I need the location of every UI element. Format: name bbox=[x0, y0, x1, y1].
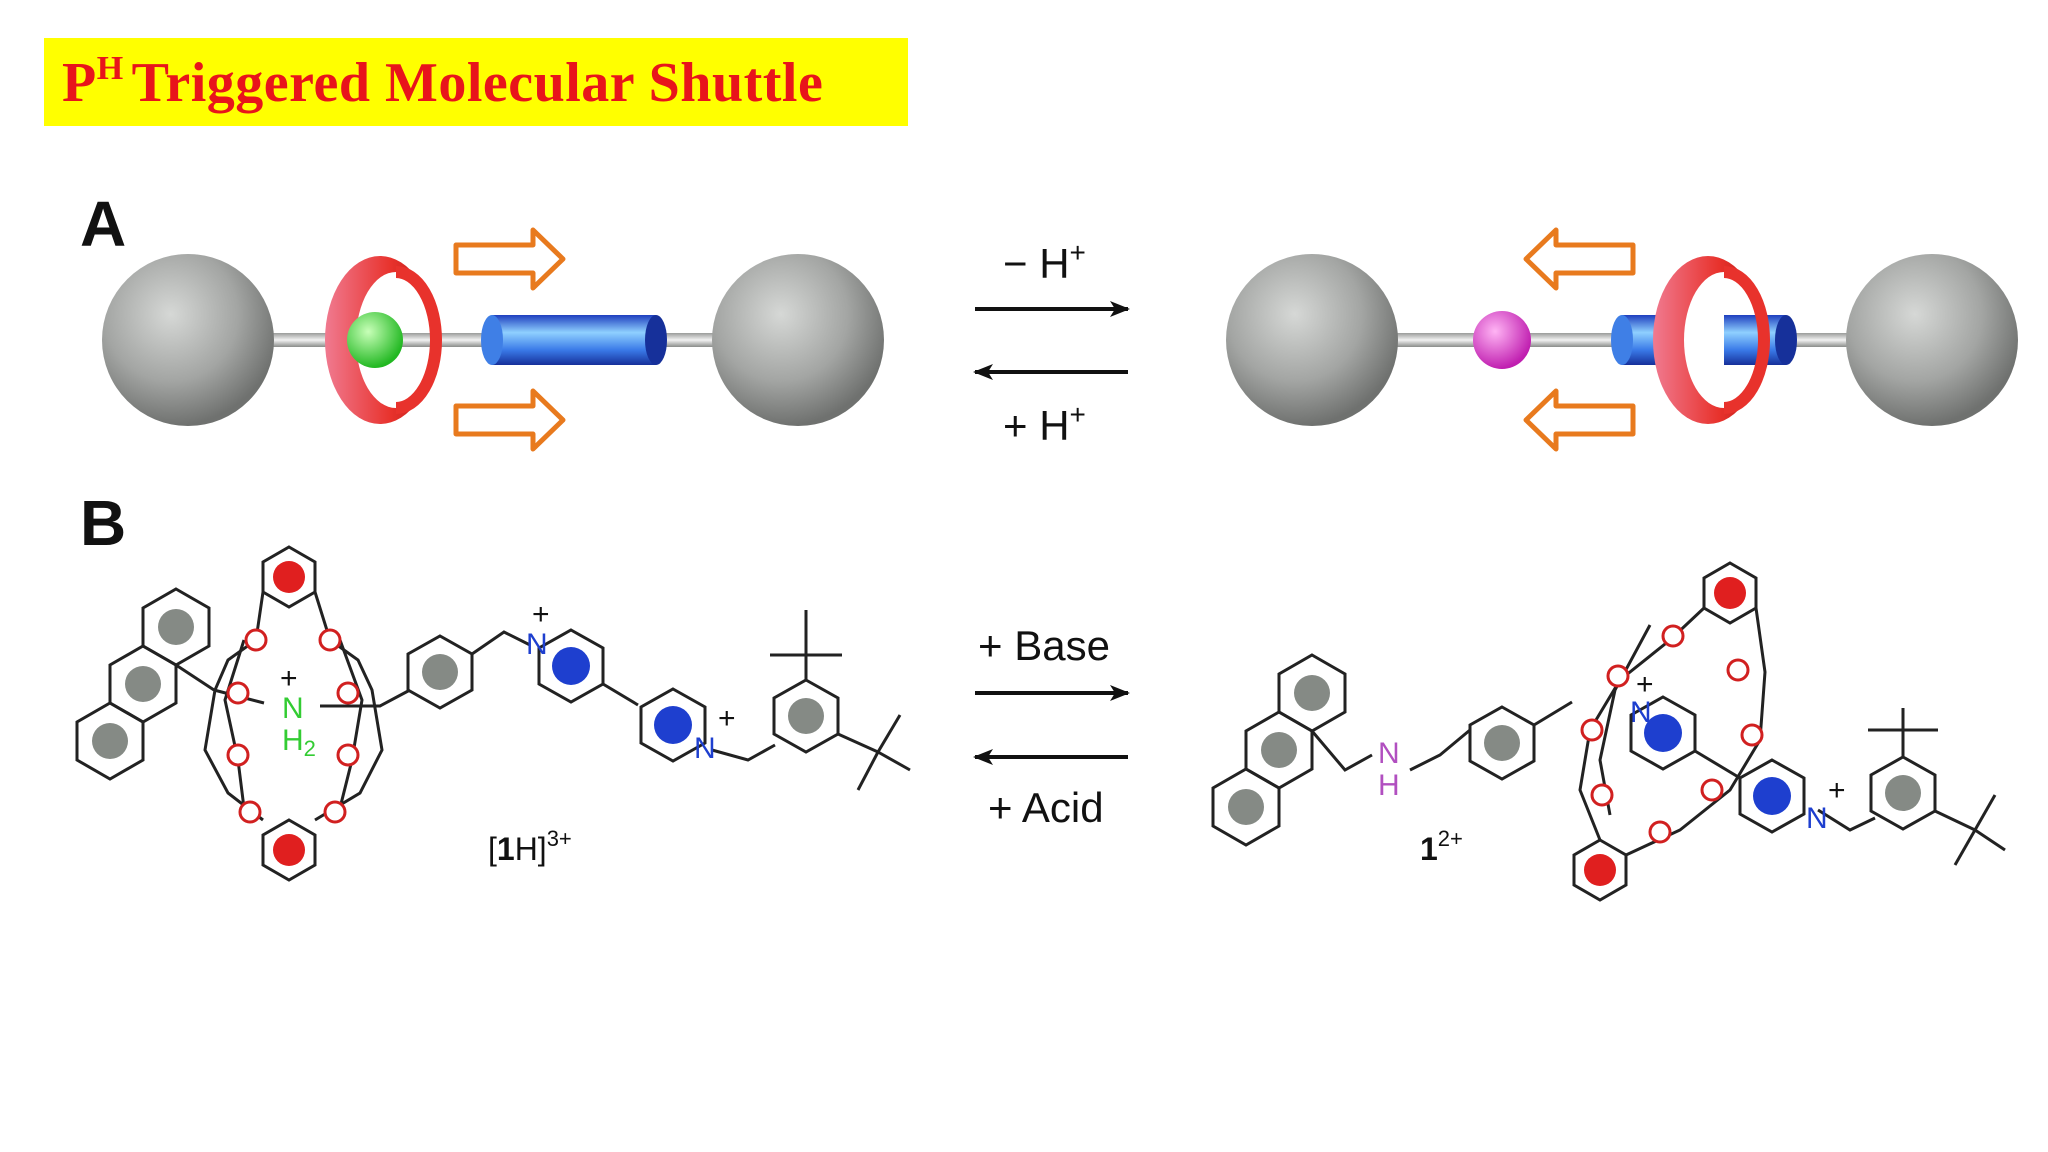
ammonium-h2: H2 bbox=[282, 724, 316, 761]
equilibrium-a: − H+ + H+ bbox=[973, 237, 1130, 449]
anthracene-group bbox=[75, 587, 265, 781]
condition-protonate: + H+ bbox=[1003, 399, 1086, 449]
condition-acid: + Acid bbox=[988, 784, 1104, 831]
ammonium-charge: + bbox=[280, 662, 298, 695]
ammonium-n: N bbox=[282, 692, 304, 725]
crown-ether-ring bbox=[325, 256, 442, 424]
stopper-sphere bbox=[1846, 254, 2018, 426]
shuttle-direction-arrow-right bbox=[453, 388, 566, 452]
stopper-sphere bbox=[1226, 254, 1398, 426]
stopper-sphere bbox=[102, 254, 274, 426]
bipyridinium-station bbox=[481, 315, 667, 365]
condition-base: + Base bbox=[978, 622, 1110, 669]
amine-h: H bbox=[1378, 769, 1400, 802]
amine-station bbox=[1473, 311, 1531, 369]
amine-n: N bbox=[1378, 737, 1400, 770]
pyridinium-n: N bbox=[1630, 696, 1652, 729]
panel-label-a: A bbox=[80, 188, 126, 260]
pyridinium-charge: + bbox=[532, 598, 550, 631]
title-text: Triggered Molecular Shuttle bbox=[131, 51, 824, 114]
ammonium-station bbox=[347, 312, 403, 368]
tert-butyl bbox=[837, 714, 911, 791]
pyridinium-n: N bbox=[694, 732, 716, 765]
compound-label-protonated: [1H]3+ bbox=[488, 826, 572, 867]
pyridinium-n: N bbox=[526, 628, 548, 661]
pyridinium-n: N bbox=[1806, 802, 1828, 835]
tert-butyl bbox=[770, 610, 842, 680]
crown-ether-ring bbox=[1653, 256, 1770, 424]
pyridinium-charge: + bbox=[1636, 668, 1654, 701]
rotaxane-deprotonated bbox=[1226, 227, 2018, 452]
left-atom-labels: + N H2 + N + N bbox=[280, 598, 736, 765]
shuttle-direction-arrow-left bbox=[1523, 388, 1636, 452]
panel-label-b: B bbox=[80, 487, 126, 559]
right-atom-labels: N H + N + N bbox=[1378, 668, 1846, 835]
stopper-sphere bbox=[712, 254, 884, 426]
tert-butyl bbox=[1934, 794, 2006, 866]
rotaxane-protonated bbox=[102, 227, 884, 452]
compound-label-deprotonated: 12+ bbox=[1420, 826, 1463, 867]
pyridinium-charge: + bbox=[718, 702, 736, 735]
title-superscript: H bbox=[96, 49, 124, 87]
title-prefix: P bbox=[62, 51, 97, 114]
ether-oxygens bbox=[1580, 624, 1764, 844]
structure-protonated bbox=[75, 545, 911, 882]
tert-butyl bbox=[1868, 708, 1938, 757]
shuttle-direction-arrow-right bbox=[453, 227, 566, 291]
ether-oxygens bbox=[226, 628, 360, 824]
pyridinium-charge: + bbox=[1828, 774, 1846, 807]
condition-deprotonate: − H+ bbox=[1003, 237, 1086, 287]
anthracene-group bbox=[1211, 653, 1373, 847]
equilibrium-b: + Base + Acid bbox=[973, 622, 1130, 831]
shuttle-direction-arrow-left bbox=[1523, 227, 1636, 291]
structure-deprotonated bbox=[1211, 561, 2006, 902]
